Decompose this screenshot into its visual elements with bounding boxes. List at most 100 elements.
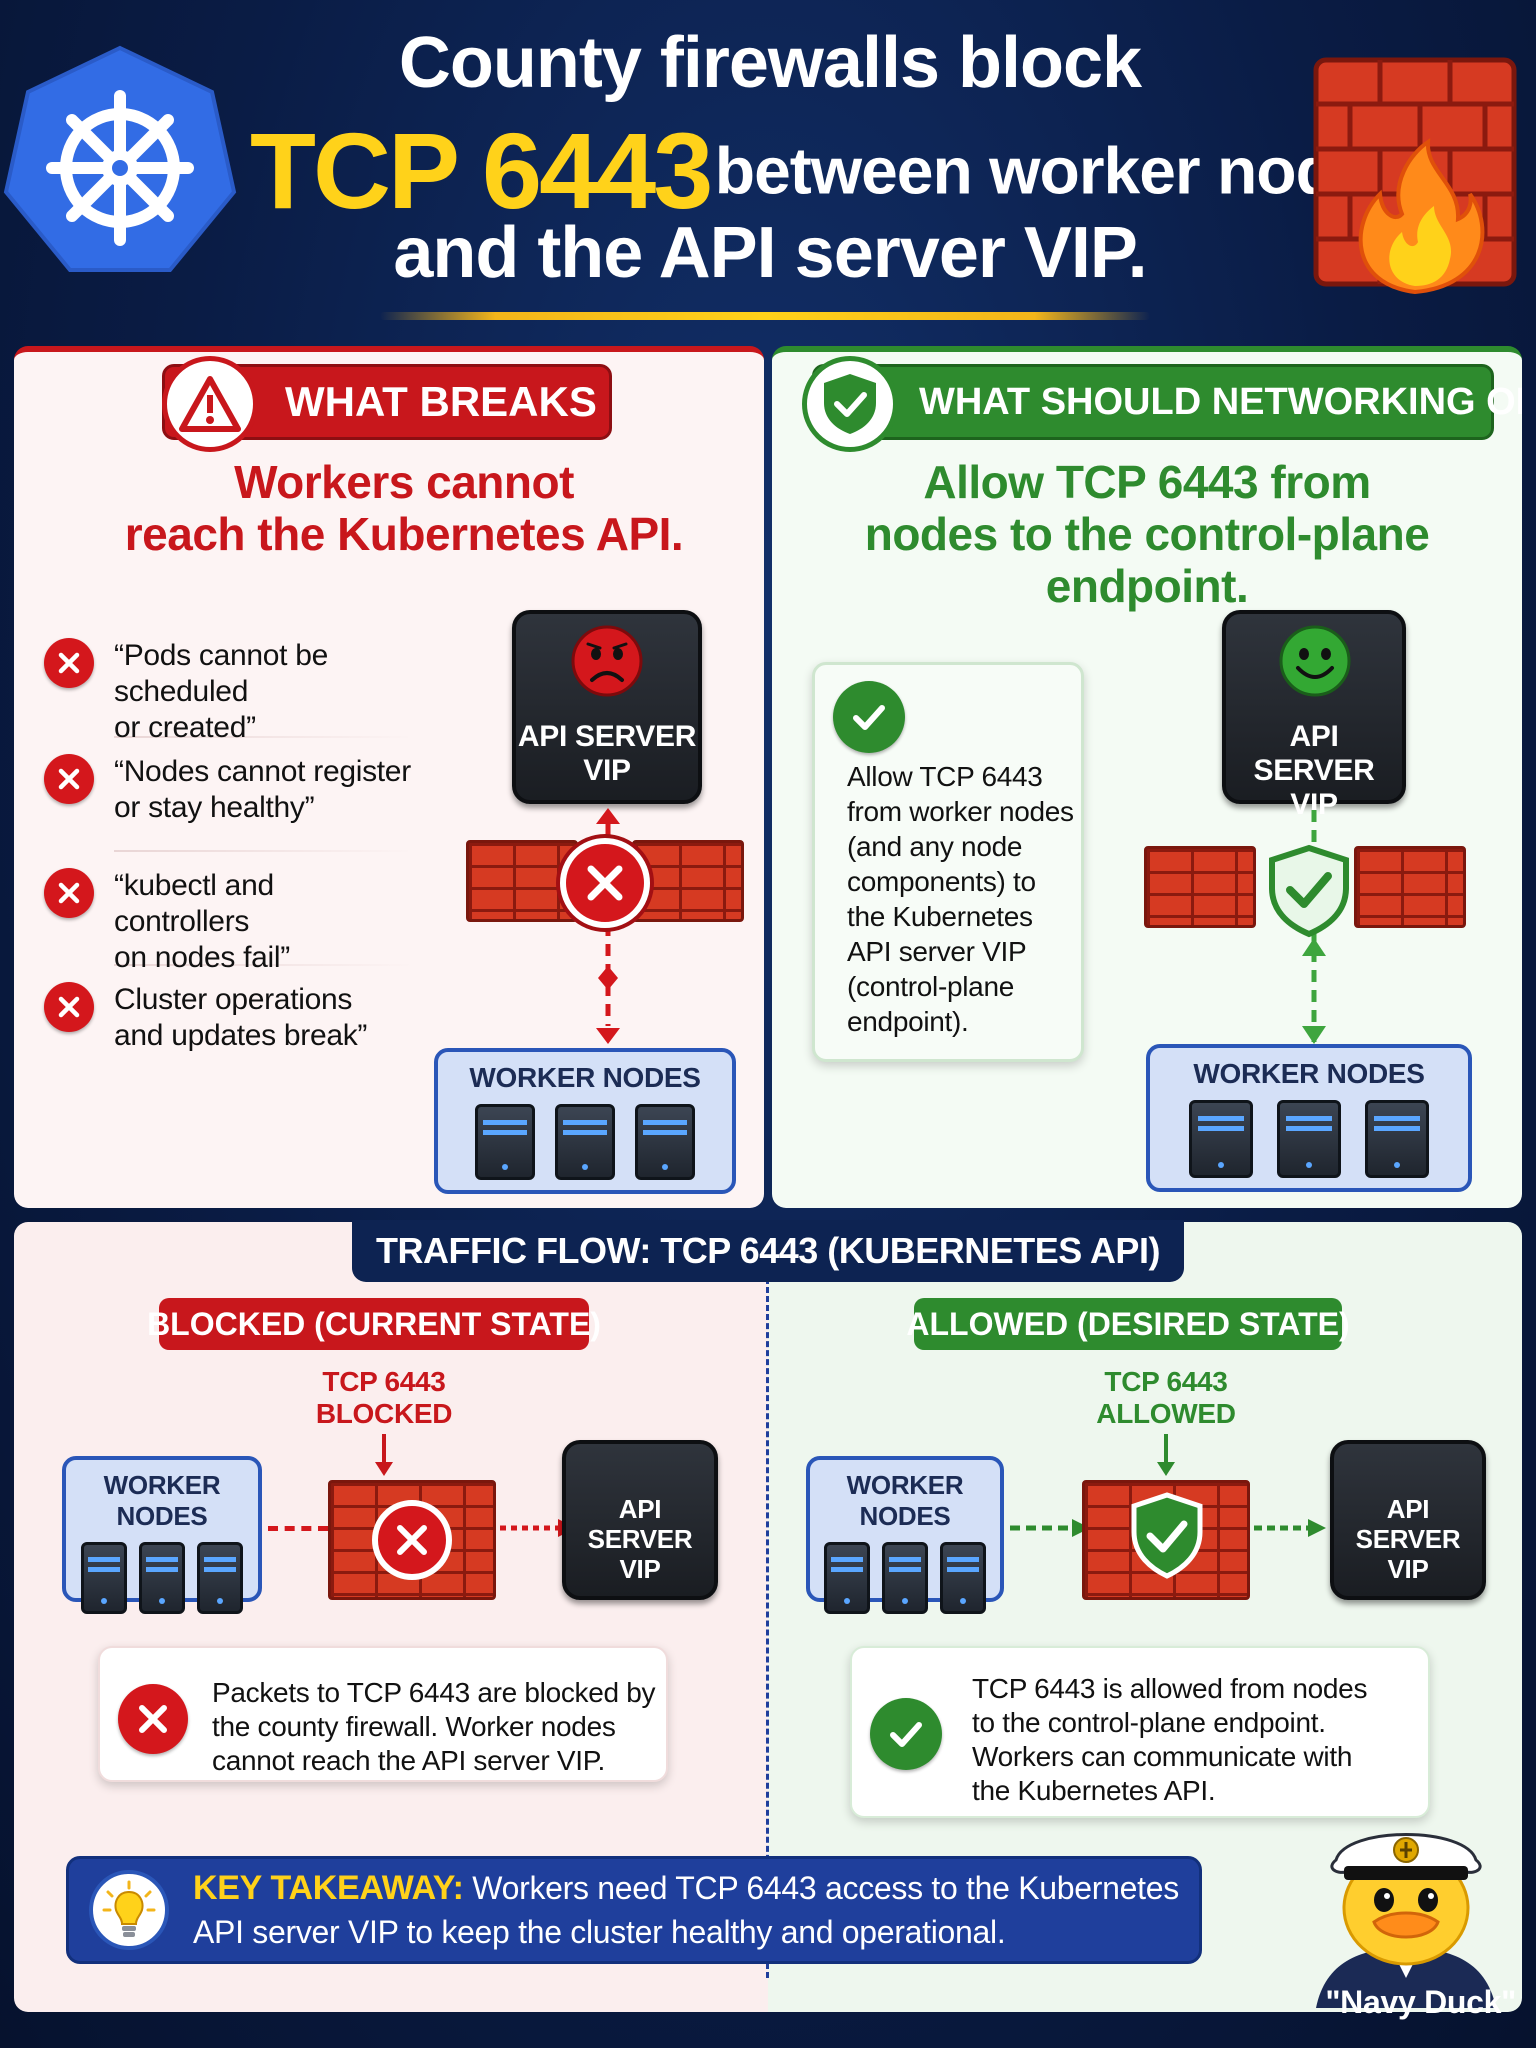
blocked-label-1: TCP 6443	[322, 1366, 446, 1397]
blocked-badge-label: BLOCKED (CURRENT STATE)	[147, 1305, 601, 1342]
blocked-note-text: Packets to TCP 6443 are blocked by the c…	[212, 1676, 662, 1778]
note-line: the county firewall. Worker nodes	[212, 1711, 616, 1742]
bullet-line-1: “kubectl and controllers	[114, 869, 274, 938]
worker-nodes-label: WORKER NODES	[1193, 1058, 1425, 1089]
firewall-wall-left	[1144, 846, 1256, 928]
what-should-open-badge-label: WHAT SHOULD NETWORKING OPEN	[919, 380, 1522, 423]
note-line: Workers can communicate with	[972, 1741, 1353, 1772]
header-line-1: County firewalls block	[398, 23, 1142, 103]
allowed-note-text: TCP 6443 is allowed from nodes to the co…	[972, 1672, 1422, 1808]
key-takeaway-label: KEY TAKEAWAY:	[193, 1869, 464, 1907]
server-icon	[824, 1542, 870, 1614]
header-line-3: and the API server VIP.	[393, 213, 1147, 293]
key-takeaway-text: KEY TAKEAWAY: Workers need TCP 6443 acce…	[193, 1866, 1179, 1954]
what-breaks-headline: Workers cannot reach the Kubernetes API.	[54, 456, 754, 560]
divider	[114, 736, 414, 738]
server-icon	[635, 1104, 695, 1180]
api-server-label: API SERVER	[517, 720, 697, 753]
navy-duck-mascot-icon	[1296, 1798, 1516, 2008]
server-icon	[1277, 1100, 1341, 1178]
what-breaks-headline-2: reach the Kubernetes API.	[124, 508, 684, 560]
shield-check-icon	[1130, 1492, 1204, 1580]
card-line: endpoint).	[847, 1006, 969, 1037]
blocked-port-label: TCP 6443 BLOCKED	[264, 1366, 504, 1430]
api-vip-label: VIP	[1387, 1554, 1429, 1584]
header-underline	[380, 312, 1150, 320]
happy-face-icon	[1278, 624, 1352, 698]
api-vip-label: VIP	[583, 754, 631, 787]
allowed-arrow	[1296, 806, 1332, 1046]
open-headline-1: Allow TCP 6443 from	[923, 456, 1371, 508]
server-icon	[882, 1542, 928, 1614]
check-circle-icon	[870, 1698, 942, 1770]
server-icon	[139, 1542, 185, 1614]
x-circle-icon	[44, 868, 94, 918]
server-icon	[1365, 1100, 1429, 1178]
allow-rule-text: Allow TCP 6443 from worker nodes (and an…	[847, 759, 1083, 1039]
worker-nodes-box: WORKER NODES	[62, 1456, 262, 1614]
allowed-connector-right	[1254, 1516, 1326, 1540]
server-icon	[940, 1542, 986, 1614]
allowed-badge-label: ALLOWED (DESIRED STATE)	[906, 1305, 1350, 1342]
server-icon	[1189, 1100, 1253, 1178]
blocked-label-2: BLOCKED	[315, 1398, 453, 1429]
card-line: (and any node	[847, 831, 1023, 862]
worker-nodes-label: WORKER NODES	[469, 1062, 701, 1093]
x-circle-icon	[44, 638, 94, 688]
blocked-note: Packets to TCP 6443 are blocked by the c…	[98, 1646, 668, 1782]
what-breaks-headline-1: Workers cannot	[234, 456, 574, 508]
key-takeaway-banner: KEY TAKEAWAY: Workers need TCP 6443 acce…	[66, 1856, 1202, 1964]
kubernetes-logo-icon	[0, 40, 240, 280]
firewall-wall-right	[632, 840, 744, 922]
api-server-label: API SERVER	[1253, 720, 1375, 787]
x-circle-icon	[372, 1500, 452, 1580]
note-line: the Kubernetes API.	[972, 1775, 1216, 1806]
warning-triangle-icon	[162, 356, 258, 452]
traffic-flow-title-label: TRAFFIC FLOW: TCP 6443 (KUBERNETES API)	[376, 1230, 1160, 1271]
card-line: components) to	[847, 866, 1036, 897]
takeaway-line-1: Workers need TCP 6443 access to the Kube…	[472, 1870, 1179, 1906]
blocked-connector-left	[268, 1526, 328, 1532]
bullet-line-2: on nodes fail”	[114, 941, 290, 974]
note-line: cannot reach the API server VIP.	[212, 1745, 606, 1776]
api-vip-label: VIP	[619, 1554, 661, 1584]
open-headline-2: nodes to the control-plane	[864, 508, 1430, 560]
mascot-caption: "Navy Duck"	[1325, 1984, 1516, 2020]
flow-divider	[766, 1278, 769, 1978]
worker-nodes-box: WORKER NODES	[434, 1048, 736, 1194]
traffic-flow-title: TRAFFIC FLOW: TCP 6443 (KUBERNETES API)	[352, 1220, 1184, 1282]
bullet-line-2: and updates break”	[114, 1019, 368, 1052]
allowed-note: TCP 6443 is allowed from nodes to the co…	[850, 1646, 1430, 1818]
takeaway-line-2: API server VIP to keep the cluster healt…	[193, 1914, 1006, 1950]
divider	[114, 964, 414, 966]
api-server-vip-box: API SERVER VIP	[562, 1440, 718, 1600]
header-port: TCP 6443	[250, 110, 713, 231]
server-icon	[197, 1542, 243, 1614]
header-line-2: TCP 6443 between worker nodes	[250, 108, 1407, 233]
x-circle-icon	[44, 754, 94, 804]
allowed-label-2: ALLOWED	[1096, 1398, 1236, 1429]
note-line: TCP 6443 is allowed from nodes	[972, 1673, 1368, 1704]
bullet-line-2: or created”	[114, 711, 256, 744]
down-arrow-icon	[372, 1434, 396, 1476]
worker-nodes-label: WORKER NODES	[846, 1470, 964, 1531]
server-icon	[81, 1542, 127, 1614]
divider	[114, 850, 414, 852]
server-icon	[555, 1104, 615, 1180]
header-line-2-rest: between worker nodes	[714, 133, 1408, 208]
bullet-line-1: “Pods cannot be scheduled	[114, 639, 328, 708]
what-should-open-badge: WHAT SHOULD NETWORKING OPEN	[812, 364, 1522, 440]
x-circle-icon	[560, 838, 650, 928]
note-line: to the control-plane endpoint.	[972, 1707, 1326, 1738]
x-circle-icon	[118, 1684, 188, 1754]
card-line: (control-plane	[847, 971, 1014, 1002]
card-line: from worker nodes	[847, 796, 1074, 827]
blocked-badge: BLOCKED (CURRENT STATE)	[147, 1298, 601, 1350]
allowed-label-1: TCP 6443	[1104, 1366, 1228, 1397]
firewall-wall-right	[1354, 846, 1466, 928]
bullet-line-1: “Nodes cannot register	[114, 755, 411, 788]
